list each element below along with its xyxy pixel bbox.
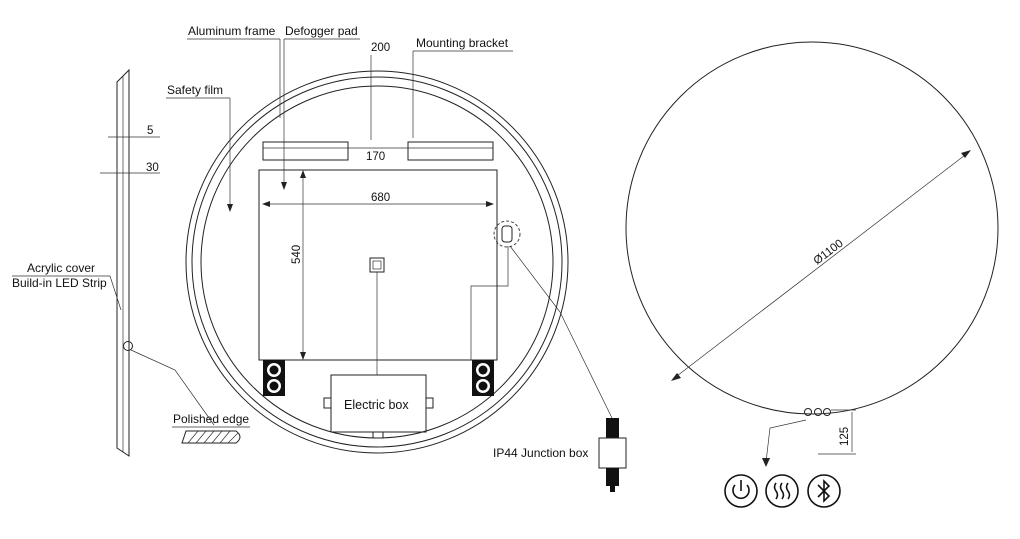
speaker-left: [263, 360, 285, 396]
mirror-outer-edge: [185, 70, 569, 454]
label-safety-film: Safety film: [167, 83, 223, 97]
polished-edge-detail: [181, 430, 241, 444]
label-electric-box: Electric box: [344, 398, 409, 412]
mirror-front-outline: [625, 41, 999, 415]
defogger-icon: [765, 474, 799, 508]
dim-pad-width: 680: [371, 192, 390, 204]
dim-diameter: Ø1100: [812, 238, 846, 268]
back-view: Aluminum frame Defogger pad Mounting bra…: [166, 24, 627, 492]
dim-total-depth: 30: [146, 162, 159, 174]
dim-switch-height: 125: [839, 427, 851, 446]
aluminum-frame: [191, 76, 563, 448]
junction-box: [598, 418, 627, 492]
dim-bracket-gap: 170: [366, 151, 385, 163]
switch-dot-power: [804, 408, 812, 416]
front-view: Ø1100 125: [625, 41, 999, 508]
defogger-pad: [258, 169, 498, 361]
label-mounting-bracket: Mounting bracket: [416, 36, 509, 50]
label-acrylic-cover: Acrylic cover: [27, 261, 95, 275]
label-junction-box: IP44 Junction box: [493, 446, 588, 460]
center-sensor: [369, 257, 385, 273]
label-led-strip: Build-in LED Strip: [12, 276, 107, 290]
mirror-inner-edge: [200, 85, 554, 439]
side-view: 5 30 Acrylic cover Build-in LED Strip Po…: [12, 68, 250, 457]
speaker-right: [472, 360, 494, 396]
label-polished-edge: Polished edge: [173, 412, 249, 426]
polished-edge-marker: [123, 341, 133, 351]
dim-glass-thickness: 5: [147, 125, 153, 137]
connector-detail: [493, 220, 521, 248]
label-defogger-pad: Defogger pad: [285, 24, 358, 38]
bracket-right: [407, 141, 494, 161]
label-aluminum-frame: Aluminum frame: [188, 24, 276, 38]
dim-pad-height: 540: [291, 245, 303, 264]
switch-dot-defogger: [814, 408, 822, 416]
bluetooth-icon: [807, 474, 841, 508]
bracket-left: [262, 141, 349, 161]
power-icon: [724, 474, 758, 508]
dim-bracket-offset: 200: [371, 42, 390, 54]
switch-dot-bluetooth: [823, 408, 831, 416]
